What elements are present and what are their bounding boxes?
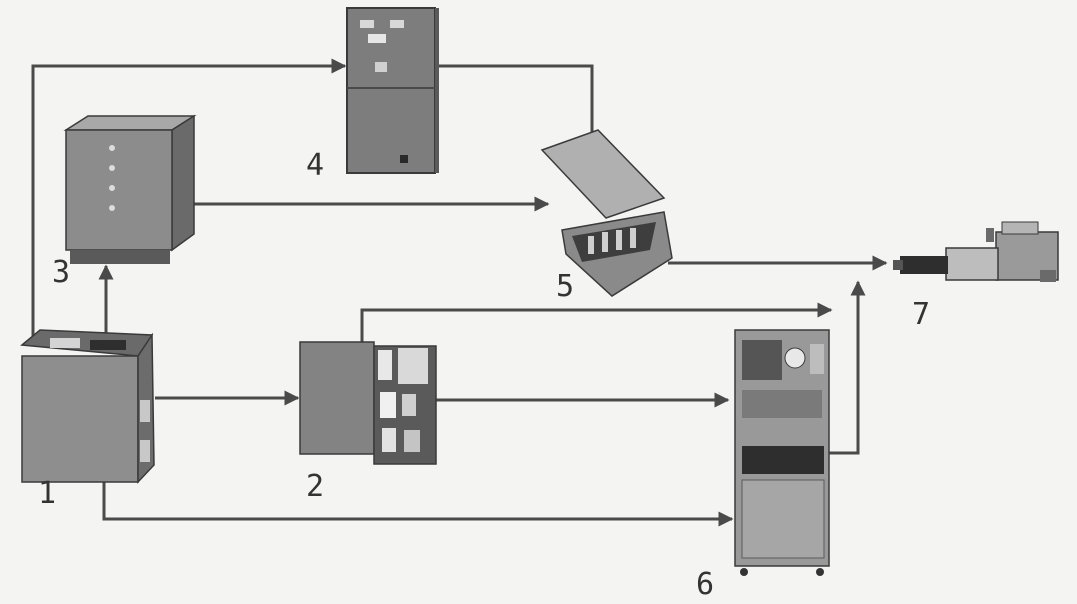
connections <box>31 58 888 527</box>
connector-2-to-7-upper <box>360 308 830 345</box>
unit-7-motor <box>893 221 1059 282</box>
connector-4-to-5 <box>436 64 594 140</box>
connector-6-to-7 <box>828 280 866 455</box>
label-unit-2: 2 <box>306 469 324 504</box>
connector-1-to-6 <box>102 482 734 527</box>
label-unit-3: 3 <box>52 255 70 290</box>
unit-3-cabinet <box>63 114 197 264</box>
label-unit-7: 7 <box>912 297 930 332</box>
unit-6-rack <box>734 329 830 576</box>
label-unit-4: 4 <box>306 148 324 183</box>
unit-1-console <box>20 329 155 484</box>
label-unit-6: 6 <box>696 567 714 602</box>
connector-1-to-4 <box>31 58 347 340</box>
unit-2-module <box>299 341 437 465</box>
label-unit-1: 1 <box>38 476 56 511</box>
unit-5-open-box <box>540 129 673 297</box>
label-unit-5: 5 <box>556 269 574 304</box>
unit-4-cabinet <box>346 7 439 174</box>
